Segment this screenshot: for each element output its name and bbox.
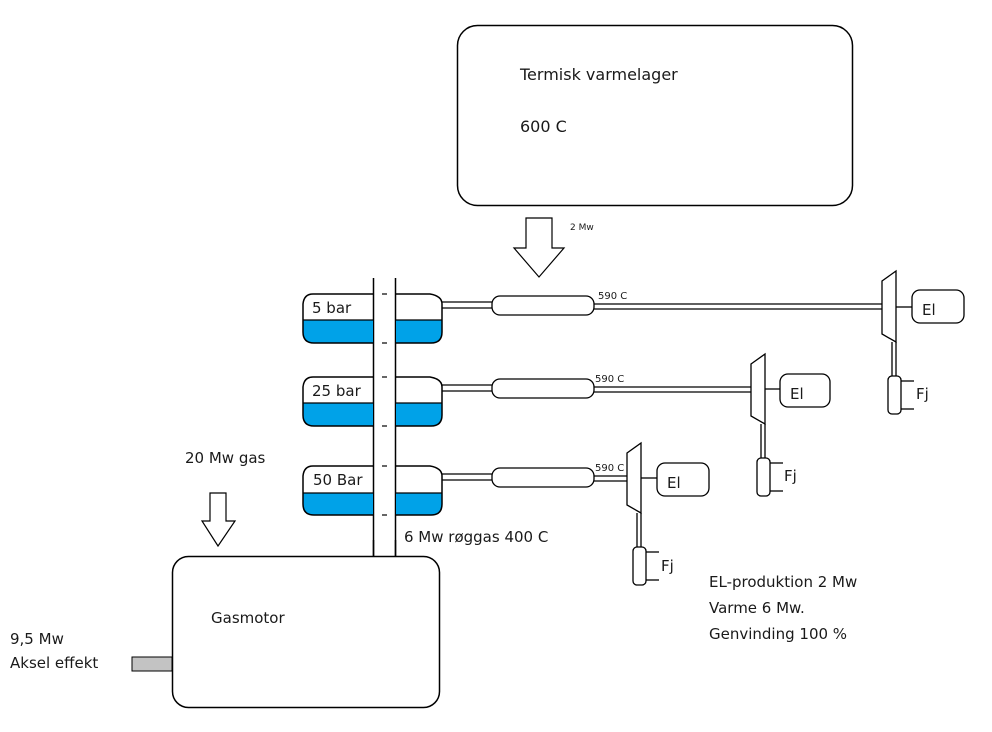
shaft-power-caption: Aksel effekt bbox=[10, 654, 99, 672]
storage-title: Termisk varmelager bbox=[520, 65, 678, 84]
flue-gas-label: 6 Mw røggas 400 C bbox=[404, 528, 549, 546]
gas-input-arrow-icon bbox=[200, 492, 237, 548]
duct-dashes bbox=[382, 293, 387, 516]
tank-label-5-bar: 5 bar bbox=[312, 299, 352, 317]
thermal-storage-box bbox=[456, 24, 854, 207]
tank-25-bar bbox=[302, 376, 443, 427]
steam-line-3 bbox=[442, 467, 627, 488]
gas-input-label: 20 Mw gas bbox=[185, 449, 266, 467]
shaft-output bbox=[131, 656, 173, 672]
engine-label: Gasmotor bbox=[211, 609, 285, 627]
summary-recovery: Genvinding 100 % bbox=[709, 625, 848, 643]
gas-engine-box bbox=[171, 555, 441, 709]
summary-heat: Varme 6 Mw. bbox=[709, 599, 805, 617]
heater-3-temp: 590 C bbox=[595, 463, 625, 474]
turbine-2 bbox=[750, 352, 831, 497]
heater-1-temp: 590 C bbox=[598, 291, 628, 302]
generator-3-label: El bbox=[667, 474, 681, 492]
heat-input-label: 2 Mw bbox=[570, 223, 594, 233]
heat-input-arrow-icon bbox=[512, 217, 566, 278]
steam-line-2 bbox=[442, 378, 752, 399]
summary-el-production: EL-produktion 2 Mw bbox=[709, 573, 858, 591]
turbine-3 bbox=[626, 441, 710, 586]
tank-label-25-bar: 25 bar bbox=[312, 382, 361, 400]
tank-5-bar bbox=[302, 293, 443, 344]
heater-2-temp: 590 C bbox=[595, 374, 625, 385]
tank-label-50-bar: 50 Bar bbox=[313, 471, 363, 489]
generator-2-label: El bbox=[790, 385, 804, 403]
tank-50-bar bbox=[302, 465, 443, 516]
steam-line-1 bbox=[442, 295, 882, 316]
district-heat-3-label: Fj bbox=[661, 557, 674, 575]
generator-1-label: El bbox=[922, 301, 936, 319]
district-heat-2-label: Fj bbox=[784, 467, 797, 485]
storage-temperature: 600 C bbox=[520, 117, 567, 136]
turbine-1 bbox=[881, 269, 965, 415]
district-heat-1-label: Fj bbox=[916, 385, 929, 403]
shaft-power-value: 9,5 Mw bbox=[10, 630, 64, 648]
